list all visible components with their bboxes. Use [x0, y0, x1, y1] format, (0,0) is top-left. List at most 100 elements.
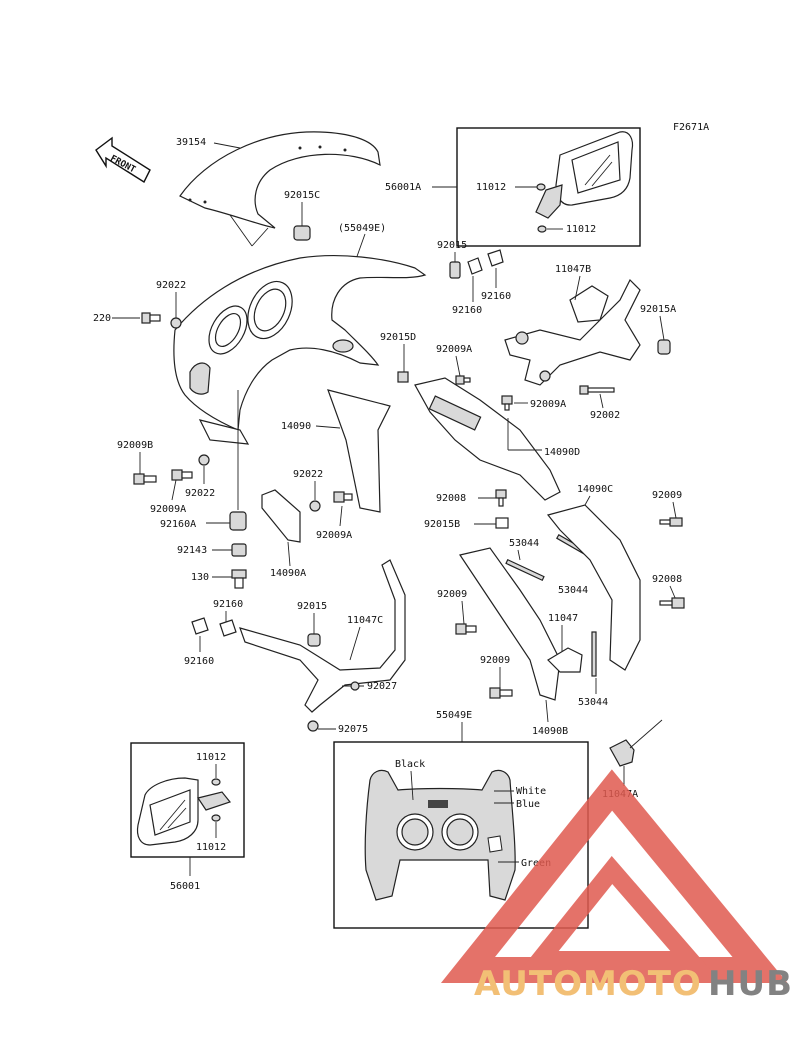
label-11012-d: 11012 [196, 842, 226, 853]
label-220: 220 [93, 313, 111, 324]
grommet-92015 [449, 261, 461, 279]
label-11047: 11047 [548, 613, 578, 624]
label-11012-b: 11012 [566, 224, 596, 235]
side-panel-14090c [546, 504, 641, 671]
grommet-92015-mid [307, 633, 321, 647]
label-92143: 92143 [177, 545, 207, 556]
front-arrow: FRONT [95, 136, 151, 184]
label-11047B: 11047B [555, 264, 591, 275]
upper-cowl [173, 255, 427, 445]
washer-11012-d [211, 814, 221, 822]
label-55049E: 55049E [436, 710, 472, 721]
washer-92022-a [170, 317, 182, 329]
label-92015D: 92015D [380, 332, 416, 343]
label-11012-a: 11012 [476, 182, 506, 193]
label-92022-top: 92022 [156, 280, 186, 291]
grommet-92015c [293, 225, 311, 241]
color-label-blue: Blue [516, 799, 540, 810]
bolt-130 [231, 569, 247, 589]
inner-panel-14090 [327, 389, 391, 513]
label-11047C: 11047C [347, 615, 383, 626]
washer-92022-b [198, 454, 210, 466]
lower-panel-14090b [459, 547, 561, 701]
windshield [179, 131, 381, 229]
stay-11047c [239, 559, 406, 713]
label-92027: 92027 [367, 681, 397, 692]
label-92009A-a: 92009A [436, 344, 472, 355]
mirror-left [136, 777, 232, 846]
clip-92160-a [467, 257, 483, 275]
color-label-white: White [516, 786, 546, 797]
label-92009B: 92009B [117, 440, 153, 451]
label-92075: 92075 [338, 724, 368, 735]
clip-92160-c [191, 617, 209, 635]
clip-92160-b [487, 249, 504, 267]
mirror-left-box [130, 742, 245, 858]
screw-92009-a [659, 517, 683, 527]
bolt-92009a-a [455, 375, 471, 385]
clip-92015d [397, 371, 409, 383]
label-14090A: 14090A [270, 568, 306, 579]
label-14090C: 14090C [577, 484, 613, 495]
strip-53044-a [505, 558, 545, 582]
diagram-code: F2671A [673, 122, 709, 133]
label-92002: 92002 [590, 410, 620, 421]
label-53044-b: 53044 [558, 585, 588, 596]
washer-11012-a [536, 183, 546, 191]
cowl-color-render [364, 769, 516, 901]
screw-92008-b [659, 597, 685, 609]
washer-92022-c [309, 500, 321, 512]
label-92022-c: 92022 [293, 469, 323, 480]
label-14090D: 14090D [544, 447, 580, 458]
bracket-14090a [261, 489, 301, 543]
washer-11012-c [211, 778, 221, 786]
label-55049E-top: (55049E) [338, 223, 386, 234]
label-92009-c: 92009 [480, 655, 510, 666]
strip-53044-c [591, 631, 597, 677]
grommet-92015a [657, 339, 671, 355]
label-92008-a: 92008 [436, 493, 466, 504]
screw-220 [141, 312, 161, 324]
label-53044-a: 53044 [509, 538, 539, 549]
collar-92143 [231, 543, 247, 557]
nut-92027 [350, 681, 360, 691]
label-92015C: 92015C [284, 190, 320, 201]
label-92015-mid: 92015 [297, 601, 327, 612]
label-53044-c: 53044 [578, 697, 608, 708]
bracket-11047a [609, 739, 635, 767]
label-92160-a: 92160 [452, 305, 482, 316]
label-92008-b: 92008 [652, 574, 682, 585]
clip-92160-d [219, 619, 237, 637]
label-11012-c: 11012 [196, 752, 226, 763]
side-panel-14090d [414, 377, 561, 501]
color-label-black: Black [395, 759, 425, 770]
label-92015B: 92015B [424, 519, 460, 530]
label-92009-a: 92009 [652, 490, 682, 501]
bolt-92009a-b [501, 395, 513, 411]
watermark-logo: AUTOMOTO HUB [440, 769, 792, 1004]
label-92160-b: 92160 [481, 291, 511, 302]
label-92009A-b: 92009A [530, 399, 566, 410]
label-92160-c: 92160 [213, 599, 243, 610]
label-56001A: 56001A [385, 182, 421, 193]
label-92015-top: 92015 [437, 240, 467, 251]
label-14090B: 14090B [532, 726, 568, 737]
screw-92009-b [455, 623, 477, 635]
screw-92009-c [489, 687, 513, 699]
label-92009A-d: 92009A [316, 530, 352, 541]
watermark-auto: AUTOMOTO [474, 964, 702, 1004]
label-92015A: 92015A [640, 304, 676, 315]
label-92009A-c: 92009A [150, 504, 186, 515]
bracket-11047 [547, 647, 583, 673]
screw-92009a-c [171, 469, 193, 481]
nut-92015b [495, 517, 509, 529]
color-label-green: Green [521, 858, 551, 869]
mirror-right [535, 131, 634, 219]
label-14090: 14090 [281, 421, 311, 432]
bracket-11047b [504, 278, 641, 386]
washer-11012-b [537, 225, 547, 233]
label-92160-d: 92160 [184, 656, 214, 667]
screw-92008-a [495, 489, 507, 507]
grommet-92075 [307, 720, 319, 732]
label-39154: 39154 [176, 137, 206, 148]
